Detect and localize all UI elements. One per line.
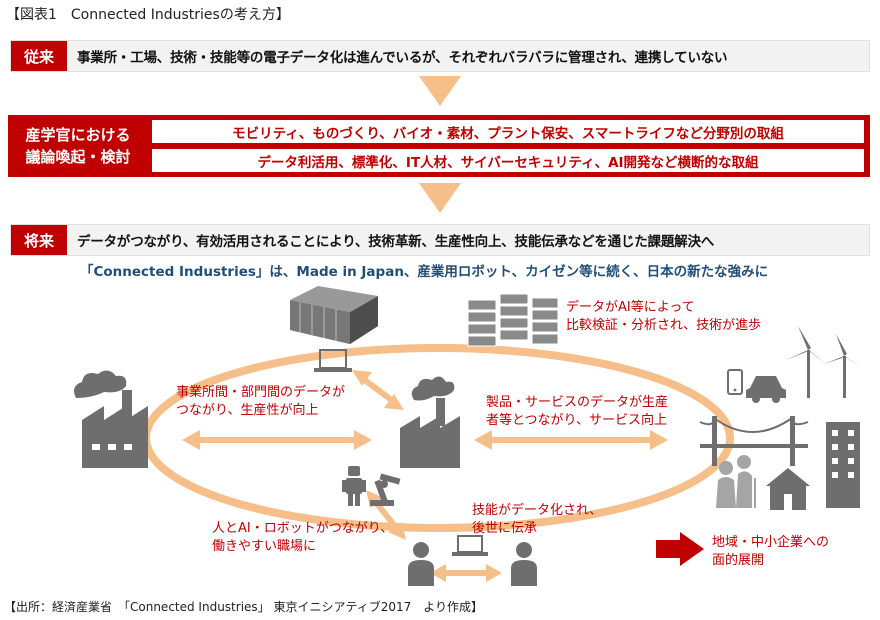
apartment-building-icon: [826, 422, 860, 508]
annotation-ai-data: データがAI等によって 比較検証・分析され、技術が進歩: [566, 300, 762, 333]
office-building-icon: [290, 286, 378, 344]
future-tag: 将来: [11, 225, 67, 255]
smartphone-icon: [727, 369, 743, 395]
flow-arrow-2: [419, 183, 461, 213]
house-icon: [766, 468, 810, 510]
discussion-label-line2: 議論喚起・検討: [25, 148, 131, 166]
discussion-label-line1: 産学官における: [25, 126, 131, 144]
laptop-icon: [314, 349, 352, 372]
figure-title: 【図表1 Connected Industriesの考え方】: [6, 7, 290, 23]
factory-icon: [400, 376, 460, 468]
bridge-icon: [699, 416, 809, 466]
factory-icon: [74, 370, 148, 468]
robot-arm-icon: [370, 473, 401, 506]
annotation-products: 製品・サービスのデータが生産 者等とつながり、サービス向上: [486, 395, 669, 428]
car-icon: [746, 376, 786, 403]
annotation-regional: 地域・中小企業への 面的展開: [712, 535, 830, 568]
future-text: データがつながり、有効活用されることにより、技術革新、生産性向上、技能伝承などを…: [77, 234, 715, 250]
discussion-item-crosscutting: データ利活用、標準化、IT人材、サイバーセキュリティ、AI開発など横断的な取組: [152, 149, 864, 172]
before-tag: 従来: [11, 41, 67, 71]
flow-arrow-1: [419, 76, 461, 106]
discussion-box: 産学官における 議論喚起・検討 モビリティ、ものづくり、バイオ・素材、プラント保…: [8, 115, 870, 177]
annotation-departments: 事業所間・部門間のデータが つながり、生産性が向上: [176, 385, 346, 418]
discussion-item-sectoral: モビリティ、ものづくり、バイオ・素材、プラント保安、スマートライフなど分野別の取…: [152, 120, 864, 143]
person-icon: [408, 542, 434, 586]
future-row: 将来 データがつながり、有効活用されることにより、技術革新、生産性向上、技能伝承…: [10, 224, 870, 256]
robot-icon: [342, 466, 366, 506]
regional-expansion-arrow: [656, 532, 704, 566]
annotation-skills: 技能がデータ化され、 後世に伝承: [472, 503, 603, 536]
before-row: 従来 事業所・工場、技術・技能等の電子データ化は進んでいるが、それぞれバラバラに…: [10, 40, 870, 72]
elderly-people-icon: [716, 455, 756, 508]
wind-turbine-icon: [786, 326, 862, 398]
laptop-icon: [452, 535, 488, 556]
annotation-human-ai: 人とAI・ロボットがつながり、 働きやすい職場に: [212, 521, 394, 554]
double-arrow-right: [474, 430, 668, 450]
double-arrow-bottom: [430, 564, 502, 582]
tagline: 「Connected Industries」は、Made in Japan、産業…: [80, 264, 769, 280]
double-arrow-diag-top: [352, 370, 404, 410]
server-rack-icon: [467, 293, 559, 347]
before-text: 事業所・工場、技術・技能等の電子データ化は進んでいるが、それぞれバラバラに管理さ…: [77, 50, 728, 66]
discussion-label: 産学官における 議論喚起・検討: [8, 115, 148, 177]
source-footer: 【出所：経済産業省 「Connected Industries」 東京イニシアテ…: [4, 600, 484, 614]
double-arrow-left: [182, 430, 372, 450]
person-icon: [511, 542, 537, 586]
